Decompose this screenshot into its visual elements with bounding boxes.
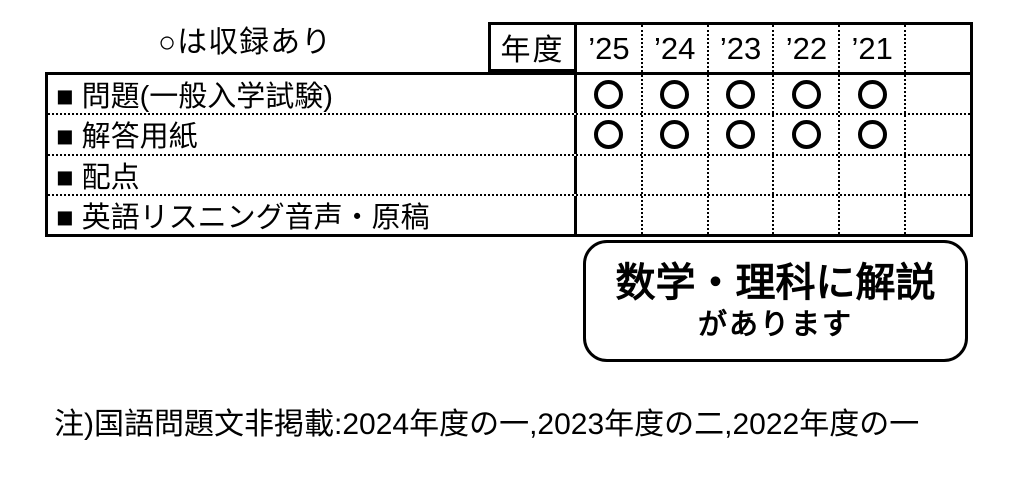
contents-table: ■ 問題(一般入学試験) ■ 解答用紙 ■ 配点 (45, 72, 973, 237)
year-header-label: 年度 (488, 22, 577, 72)
explanation-callout: 数学・理科に解説 があります (583, 240, 968, 362)
mark-cell (906, 196, 970, 234)
year-cell-21: ’21 (840, 25, 907, 72)
mark-cell (774, 75, 841, 114)
circle-mark-icon (594, 79, 624, 109)
year-cell-empty (906, 25, 970, 72)
year-cells: ’25 ’24 ’23 ’22 ’21 (577, 22, 973, 72)
year-cell-24: ’24 (643, 25, 709, 72)
circle-mark-icon (791, 119, 821, 149)
mark-cell (906, 75, 970, 113)
row-label: ■ 問題(一般入学試験) (48, 75, 577, 114)
mark-cell (840, 75, 907, 114)
mark-cell (840, 195, 907, 234)
table-row-listening: ■ 英語リスニング音声・原稿 (48, 195, 970, 234)
mark-cell (577, 115, 643, 154)
mark-cell (709, 155, 775, 194)
footnote: 注)国語問題文非掲載:2024年度の一,2023年度の二,2022年度の一 (54, 408, 920, 441)
legend-text: ○は収録あり (158, 26, 333, 59)
mark-cell (709, 195, 775, 234)
mark-cell (643, 195, 709, 234)
callout-line1: 数学・理科に解説 (615, 261, 936, 305)
year-cell-23: ’23 (709, 25, 775, 72)
mark-cell (774, 195, 841, 234)
row-label: ■ 解答用紙 (48, 115, 577, 154)
mark-cell (840, 155, 907, 194)
mark-cell (643, 115, 709, 154)
callout-line2: があります (697, 309, 853, 341)
mark-cell (643, 75, 709, 114)
mark-cell (577, 195, 643, 234)
mark-cell (774, 155, 841, 194)
circle-mark-icon (726, 79, 756, 109)
circle-mark-icon (660, 119, 690, 149)
table-row-haiten: ■ 配点 (48, 155, 970, 196)
table-row-kaitoyoshi: ■ 解答用紙 (48, 115, 970, 156)
circle-mark-icon (791, 79, 821, 109)
row-label: ■ 配点 (48, 155, 577, 194)
circle-mark-icon (857, 79, 887, 109)
mark-cell (709, 75, 775, 114)
circle-mark-icon (594, 119, 624, 149)
year-cell-25: ’25 (577, 25, 643, 72)
mark-cell (906, 156, 970, 194)
mark-cell (709, 115, 775, 154)
table-row-mondai: ■ 問題(一般入学試験) (48, 75, 970, 116)
circle-mark-icon (857, 119, 887, 149)
year-cell-22: ’22 (774, 25, 841, 72)
mark-cell (774, 115, 841, 154)
mark-cell (643, 155, 709, 194)
circle-mark-icon (726, 119, 756, 149)
mark-cell (906, 115, 970, 153)
mark-cell (840, 115, 907, 154)
year-header: 年度 ’25 ’24 ’23 ’22 ’21 (488, 22, 973, 72)
mark-cell (577, 155, 643, 194)
mark-cell (577, 75, 643, 114)
row-label: ■ 英語リスニング音声・原稿 (48, 195, 577, 234)
circle-mark-icon (660, 79, 690, 109)
